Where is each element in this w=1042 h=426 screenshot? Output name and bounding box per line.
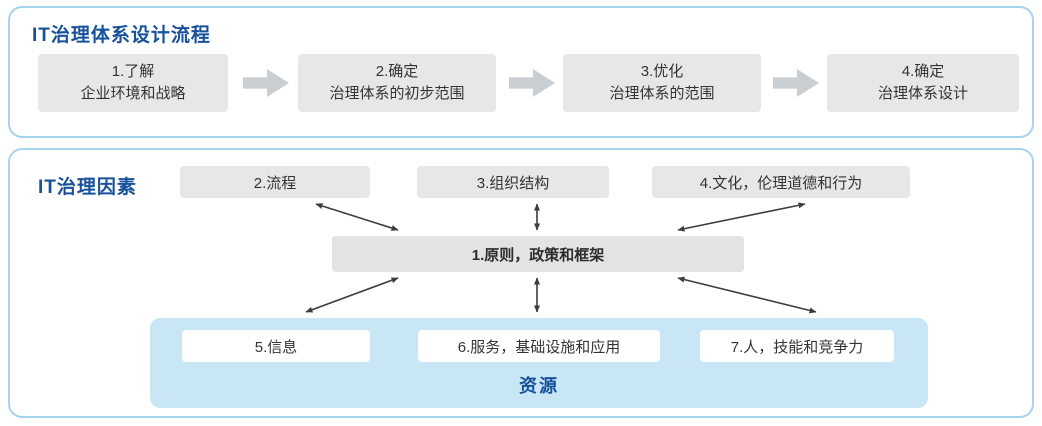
- arrow-center-to-people: [677, 276, 817, 314]
- factors-panel-title: IT治理因素: [38, 177, 137, 198]
- arrow-center-to-process: [315, 203, 399, 231]
- process-step-2: 2.确定 治理体系的初步范围: [298, 54, 496, 112]
- resources-label: 资源: [519, 376, 559, 396]
- process-step-1-line1: 1.了解: [111, 63, 155, 81]
- process-step-1-line2: 企业环境和战略: [80, 85, 186, 102]
- process-step-1: 1.了解 企业环境和战略: [38, 54, 228, 112]
- factors-panel: IT治理因素 2.流程 3.组织结构 4.文化，伦理道德和行为 1.原则，政策和…: [8, 148, 1034, 418]
- process-panel-title: IT治理体系设计流程: [32, 25, 211, 46]
- resource-people-skills-competencies: 7.人，技能和竞争力: [700, 330, 894, 362]
- process-step-3-line2: 治理体系的范围: [609, 85, 715, 102]
- resource-services-infrastructure-applications: 6.服务，基础设施和应用: [418, 330, 660, 362]
- flow-arrow-3-icon: [773, 69, 819, 97]
- process-panel: IT治理体系设计流程 1.了解 企业环境和战略 2.确定 治理体系的初步范围 3…: [8, 6, 1034, 138]
- resource-information: 5.信息: [182, 330, 370, 362]
- resources-container: 5.信息 6.服务，基础设施和应用 7.人，技能和竞争力 资源: [150, 318, 928, 408]
- arrow-center-to-information: [305, 277, 399, 313]
- process-step-3-line1: 3.优化: [640, 63, 684, 81]
- process-step-2-line1: 2.确定: [375, 63, 419, 81]
- factor-principles-policies-frameworks: 1.原则，政策和框架: [332, 236, 744, 272]
- factor-culture-ethics-behavior: 4.文化，伦理道德和行为: [652, 166, 910, 198]
- flow-arrow-2-icon: [509, 69, 555, 97]
- process-step-4-line1: 4.确定: [901, 63, 945, 81]
- process-step-2-line2: 治理体系的初步范围: [329, 85, 465, 102]
- factor-process: 2.流程: [180, 166, 370, 198]
- process-step-3: 3.优化 治理体系的范围: [563, 54, 761, 112]
- flow-arrow-1-icon: [243, 69, 289, 97]
- factor-org-structure: 3.组织结构: [417, 166, 609, 198]
- process-step-4: 4.确定 治理体系设计: [827, 54, 1019, 112]
- arrow-center-to-culture: [677, 202, 806, 232]
- process-step-4-line2: 治理体系设计: [877, 85, 968, 102]
